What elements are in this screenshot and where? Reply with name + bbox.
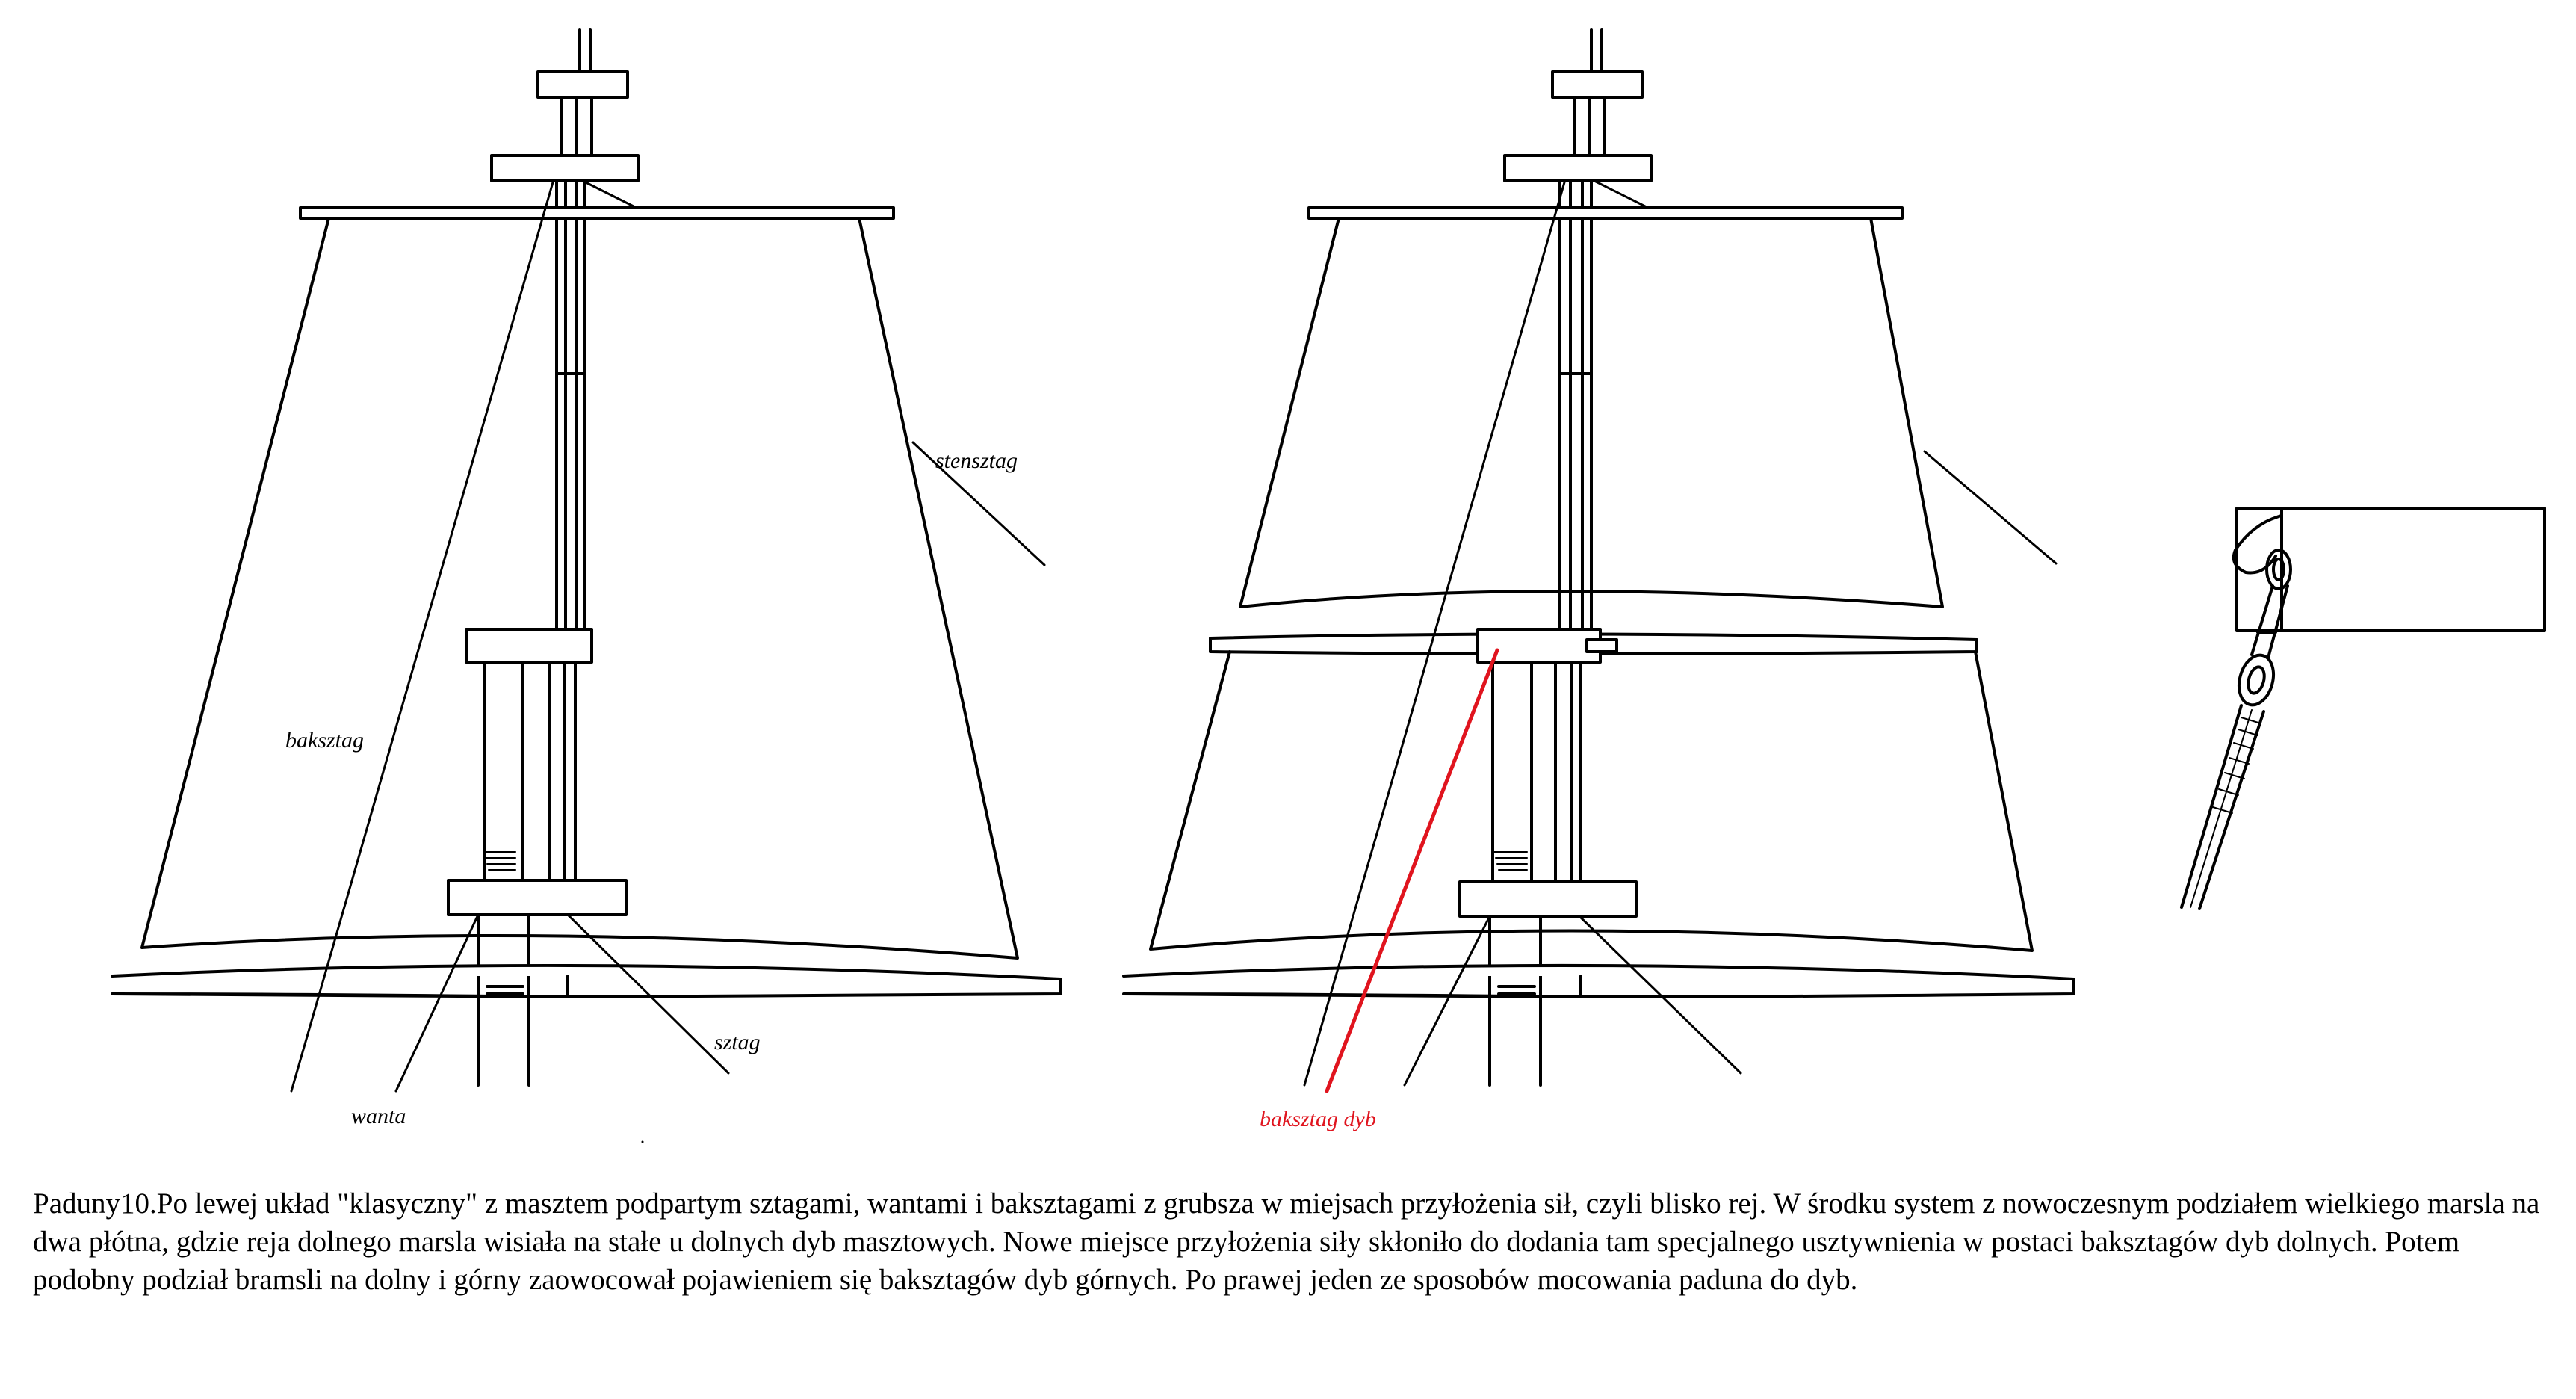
lower-doubling	[483, 661, 577, 882]
figure-caption: Paduny10.Po lewej układ "klasyczny" z ma…	[33, 1188, 2540, 1296]
rigging-diagram: stensztag baksztag sztag wanta	[111, 28, 2546, 1143]
link-ring-inner	[2272, 558, 2285, 581]
stray-dot	[641, 1140, 644, 1143]
backstay-line-2	[1303, 181, 1566, 1087]
topmast	[555, 179, 586, 631]
lower-top	[447, 879, 628, 916]
label-sztag: sztag	[714, 1030, 761, 1054]
cap-block	[2235, 507, 2546, 632]
cap-backstay-line	[1325, 648, 1499, 1093]
lower-top-2	[1458, 880, 1638, 918]
eye-band	[2232, 514, 2283, 575]
split-topsail-rig: baksztag dyb	[1122, 28, 2075, 1131]
mast-cap-2	[1476, 628, 1602, 664]
yard-truss	[1585, 638, 1618, 653]
topmast-2	[1558, 179, 1593, 631]
lower-yard-2	[1122, 963, 2075, 998]
attachment-detail	[2180, 507, 2546, 910]
upper-stay-line	[581, 179, 638, 209]
thimble-inner	[2247, 665, 2266, 695]
upper-masthead	[490, 28, 640, 182]
lower-topsail	[1149, 650, 2034, 952]
topmast-stay-line	[911, 441, 1046, 566]
shroud-line-2	[1403, 915, 1491, 1087]
label-wanta: wanta	[351, 1104, 406, 1128]
lower-mast-2	[1488, 915, 1542, 1087]
label-baksztag-dyb: baksztag dyb	[1260, 1107, 1376, 1131]
upper-topsail	[1239, 217, 1944, 608]
topsail-yard	[299, 206, 895, 220]
shroud-line	[394, 913, 480, 1093]
stay-line	[566, 913, 730, 1075]
lower-doubling-2	[1491, 661, 1582, 883]
thimble	[2237, 653, 2276, 707]
link-ring-top	[2265, 549, 2292, 590]
topmast-stay-line-2	[1923, 450, 2058, 565]
rope-seizing	[2212, 717, 2261, 814]
lower-yard	[111, 963, 1062, 998]
rope-outer	[2180, 704, 2265, 910]
lower-mast	[477, 913, 530, 1087]
backstay-line	[290, 181, 554, 1093]
mast-cap	[465, 628, 593, 664]
upper-masthead-2	[1503, 28, 1653, 182]
label-stensztag: stensztag	[935, 448, 1018, 473]
topsail	[140, 217, 1019, 960]
link-plate	[2250, 584, 2289, 659]
upper-topsail-yard	[1307, 206, 1904, 220]
label-baksztag: baksztag	[285, 728, 364, 753]
classic-rig: stensztag baksztag sztag wanta	[111, 28, 1062, 1128]
upper-stay-line-2	[1593, 179, 1650, 209]
stay-line-2	[1578, 915, 1742, 1075]
rope-core	[2190, 709, 2253, 908]
